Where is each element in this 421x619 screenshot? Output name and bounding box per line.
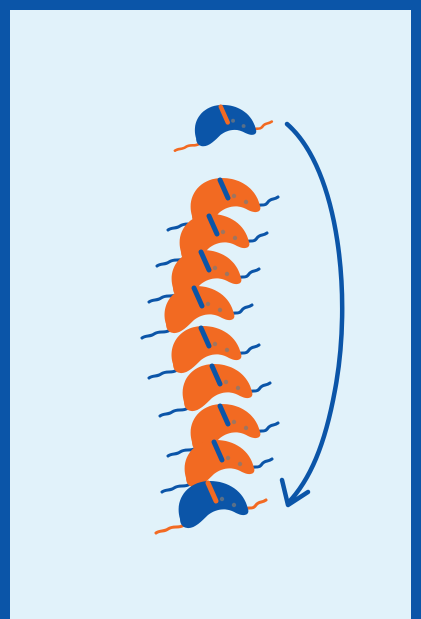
curved-arrow-icon bbox=[287, 124, 342, 503]
blue-hold-icon bbox=[175, 105, 272, 151]
